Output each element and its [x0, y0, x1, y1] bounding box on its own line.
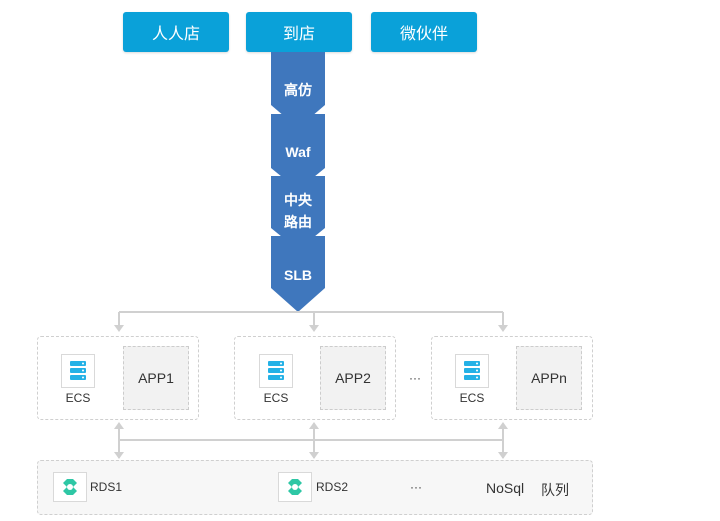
- server-group-3: [431, 336, 593, 420]
- layer-label-gaofang: 高仿: [284, 82, 312, 98]
- storage-ellipsis: ···: [410, 480, 422, 494]
- app-label-1: APP1: [138, 370, 174, 386]
- layer-router: [271, 176, 325, 250]
- layer-label-slb: SLB: [284, 267, 312, 283]
- app-label-2: APP2: [335, 370, 371, 386]
- layer-label-waf: Waf: [285, 144, 311, 160]
- rds-label-2: RDS2: [316, 480, 349, 494]
- entry-renrendian[interactable]: 人人店: [123, 12, 229, 52]
- server-group-1: [37, 336, 199, 420]
- rds-label-1: RDS1: [90, 480, 123, 494]
- storage-tier: [37, 460, 593, 515]
- entry-daodian[interactable]: 到店: [246, 12, 352, 52]
- ecs-label-2: ECS: [263, 391, 289, 405]
- rds-database-icon: [278, 472, 312, 502]
- app-box-2: APP2: [320, 346, 386, 410]
- ecs-server-icon: [455, 354, 489, 388]
- server-group-2: [234, 336, 396, 420]
- layer-label-router: 中央 路由: [284, 192, 312, 230]
- ecs-label-1: ECS: [65, 391, 91, 405]
- layer-slb: [271, 236, 325, 312]
- rds-database-icon: [53, 472, 87, 502]
- queue-label: 队列: [541, 482, 569, 498]
- app-box-3: APPn: [516, 346, 582, 410]
- server-ellipsis: ···: [409, 371, 421, 385]
- app-label-3: APPn: [531, 370, 567, 386]
- ecs-server-icon: [259, 354, 293, 388]
- layer-gaofang: [271, 52, 325, 128]
- entry-weihuoban[interactable]: 微伙伴: [371, 12, 477, 52]
- app-box-1: APP1: [123, 346, 189, 410]
- ecs-server-icon: [61, 354, 95, 388]
- layer-waf: [271, 114, 325, 190]
- ecs-label-3: ECS: [459, 391, 485, 405]
- nosql-label: NoSql: [486, 480, 525, 496]
